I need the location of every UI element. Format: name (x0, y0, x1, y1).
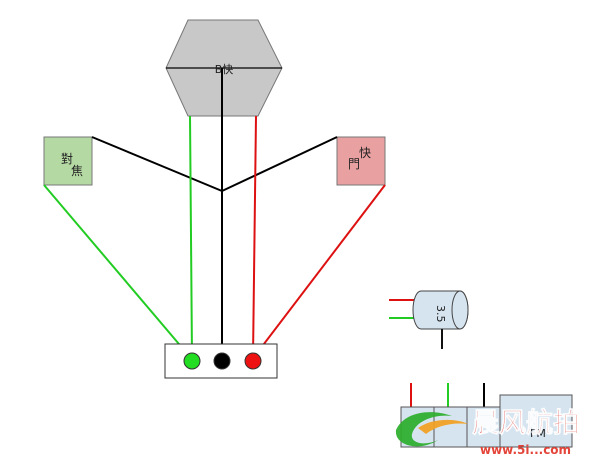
red-wire-main (252, 115, 257, 358)
bottom-box-4 (499, 394, 573, 448)
shutter-label-2: 門 (348, 157, 360, 171)
black-pin (213, 352, 231, 370)
watermark-brand: 晨风航拍 (472, 407, 580, 439)
green-pin (183, 352, 201, 370)
green-wire-focus (43, 184, 191, 358)
black-wire-focus (91, 136, 223, 192)
swoosh-accent-icon (418, 419, 468, 434)
focus-label-2: 焦 (71, 164, 83, 178)
watermark-logo: 晨风航拍 www.5i...com (395, 407, 580, 457)
shutter-label-1: 快 (359, 146, 371, 160)
black-wire-shutter (221, 136, 338, 192)
focus-label-1: 對 (61, 152, 73, 166)
hexagon-label: B快 (215, 63, 234, 76)
swoosh-icon (395, 412, 452, 447)
focus-box (43, 136, 93, 186)
watermark-url: www.5i...com (480, 443, 571, 457)
red-wire-shutter (253, 184, 386, 358)
bottom-box-3 (466, 406, 501, 448)
shutter-box (336, 136, 386, 186)
bottom-box-text: FM (530, 427, 546, 440)
jack-label: 3.5 (434, 305, 447, 323)
red-pin (244, 352, 262, 370)
jack-face (451, 290, 469, 330)
green-wire-main (189, 115, 193, 358)
